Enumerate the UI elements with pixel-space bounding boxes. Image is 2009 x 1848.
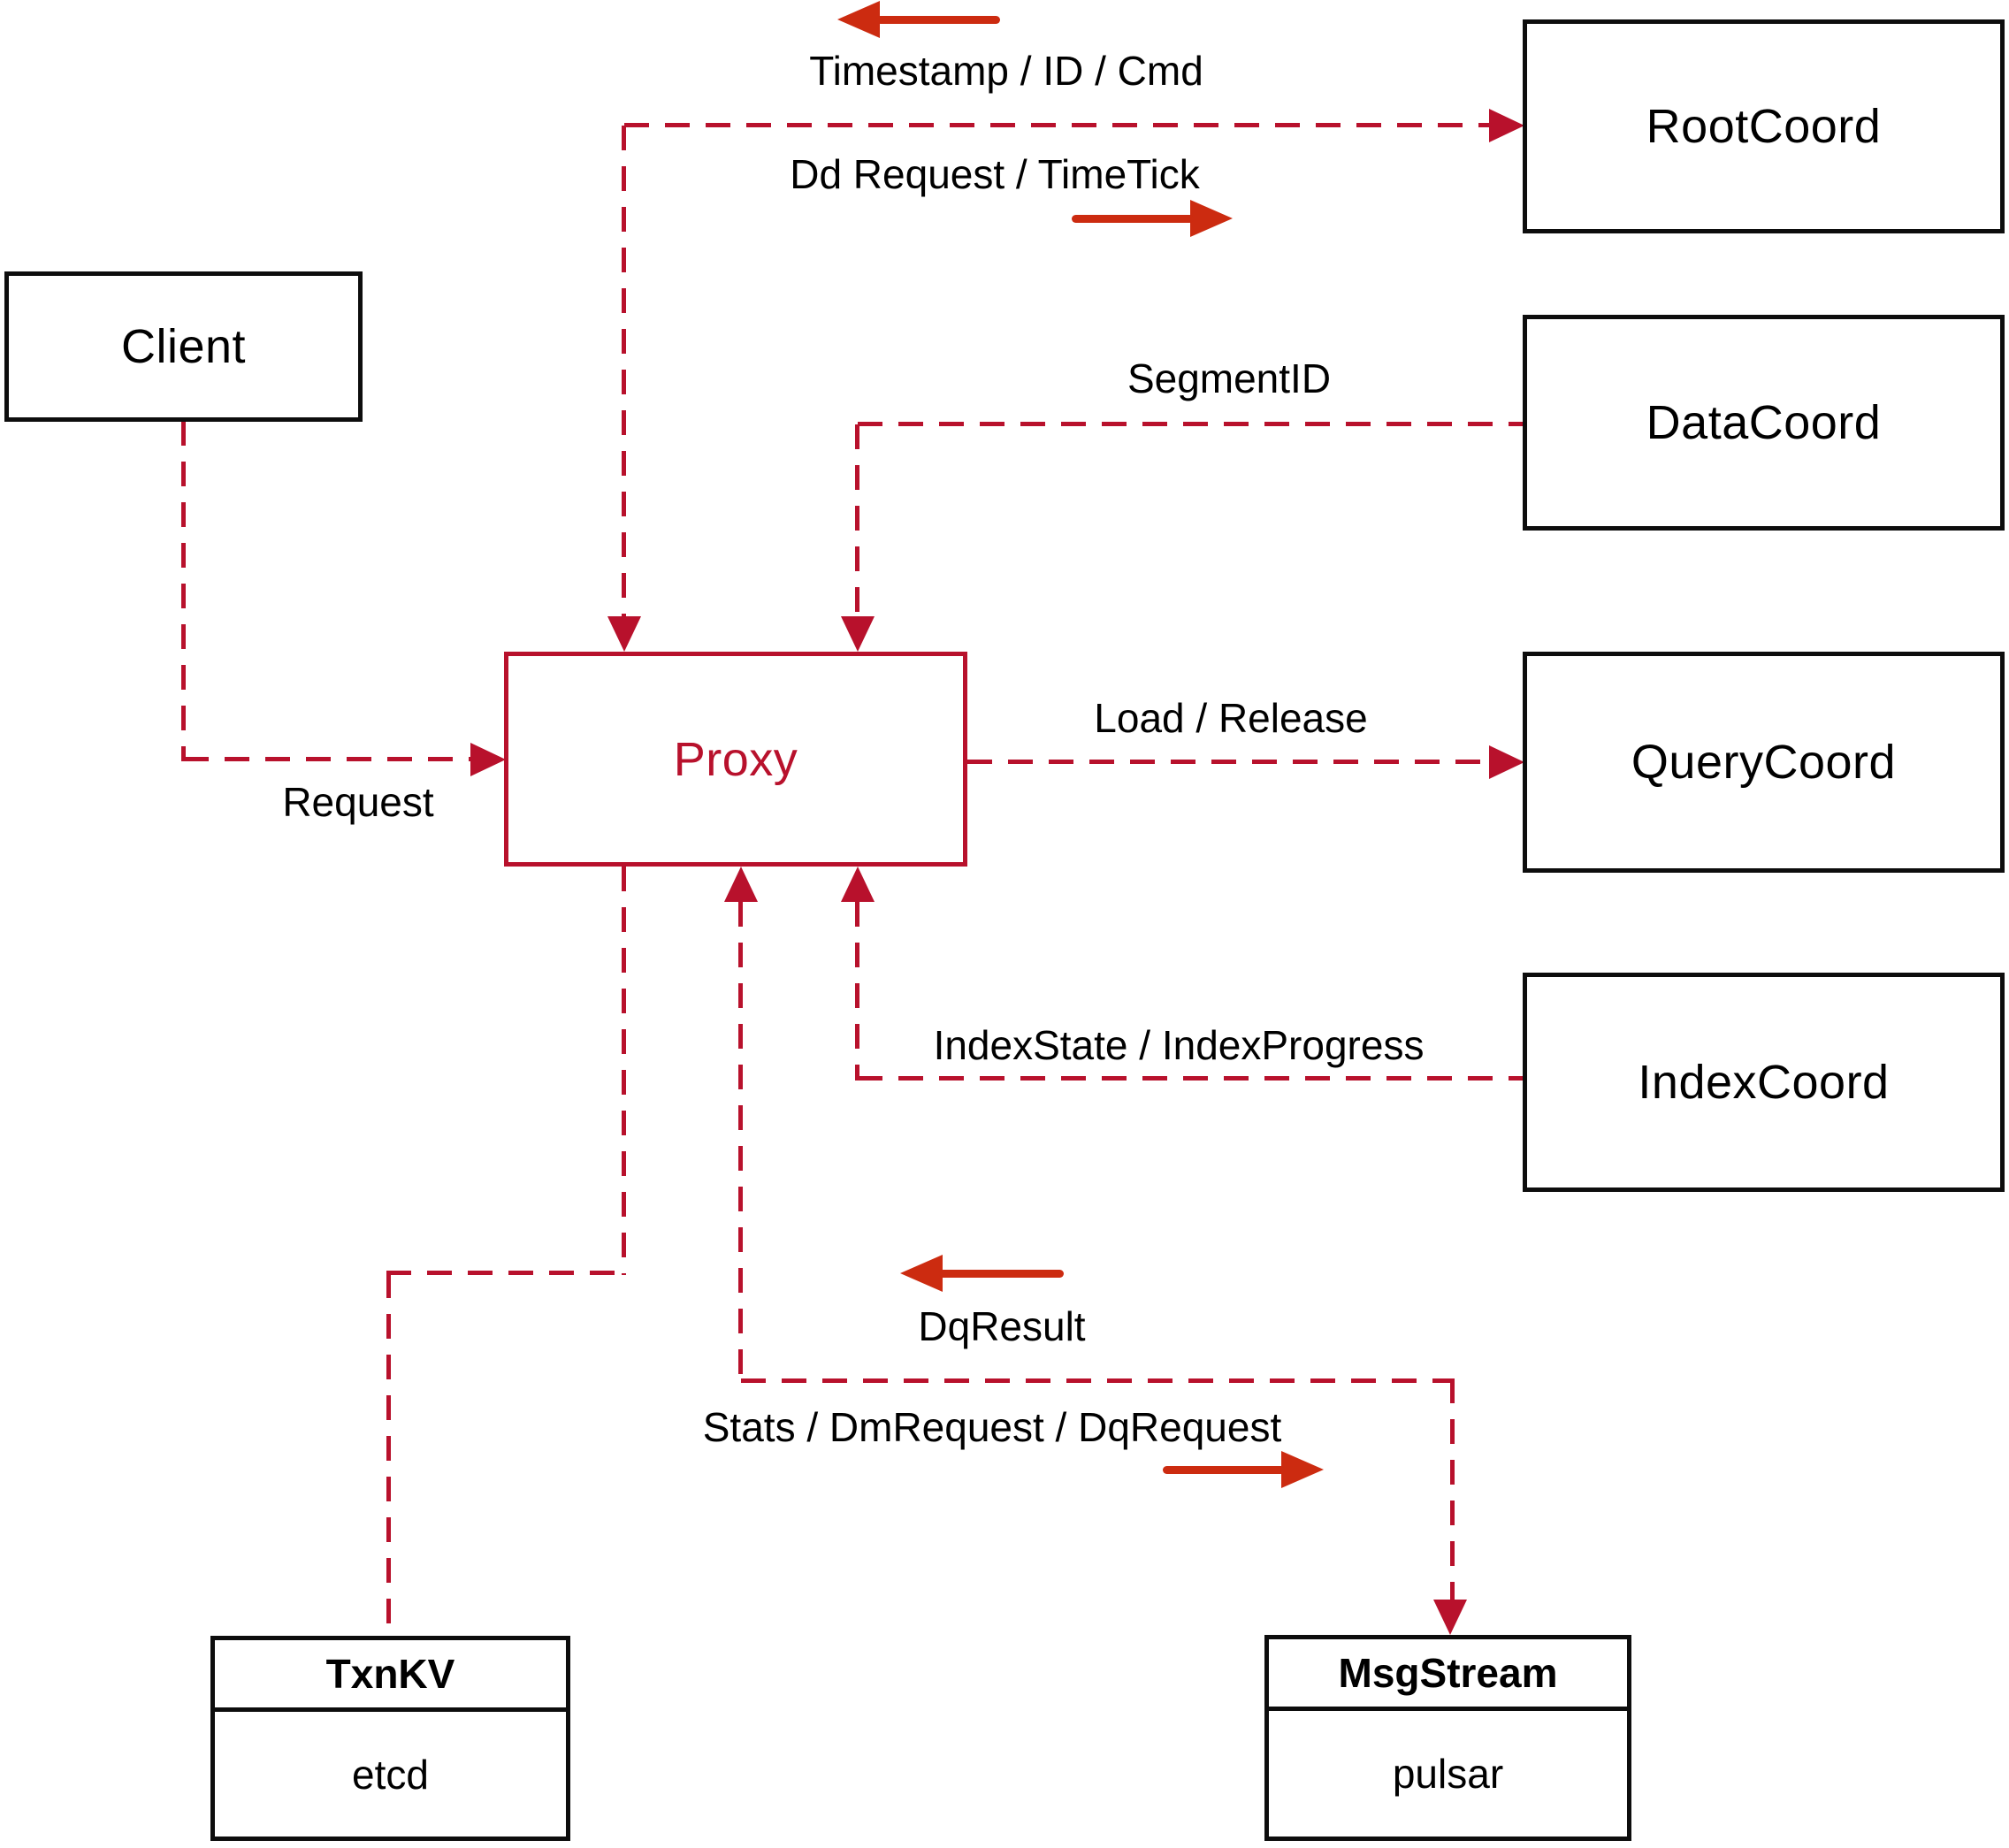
flow-arrow-left-dqresult-icon — [900, 1255, 1066, 1292]
edge-client-proxy-horizontal — [184, 757, 470, 761]
node-msgstream-body: pulsar — [1392, 1751, 1504, 1797]
node-querycoord-label: QueryCoord — [1631, 736, 1897, 789]
node-txnkv-body: etcd — [352, 1751, 429, 1798]
node-proxy: Proxy — [504, 652, 967, 867]
edge-label-request: Request — [282, 779, 434, 825]
edge-label-dq-result: DqResult — [918, 1303, 1086, 1349]
node-indexcoord: IndexCoord — [1523, 973, 2005, 1192]
node-client: Client — [4, 271, 363, 422]
node-rootcoord: RootCoord — [1523, 19, 2005, 233]
edge-label-segment-id: SegmentID — [1127, 355, 1332, 401]
edge-datacoord-proxy-vertical — [855, 424, 859, 618]
node-txnkv-header: TxnKV — [215, 1640, 566, 1712]
edge-proxy-msgstream-horizontal — [741, 1378, 1455, 1383]
edge-datacoord-proxy-horizontal — [858, 422, 1523, 426]
edge-proxy-msgstream-vertical-lower — [1450, 1378, 1455, 1601]
edge-indexcoord-proxy-vertical — [855, 902, 859, 1081]
edge-label-indexstate-indexprogress: IndexState / IndexProgress — [933, 1022, 1425, 1068]
edge-indexcoord-proxy-horizontal — [858, 1076, 1523, 1081]
flow-arrow-right-ddrequest-icon — [1070, 200, 1233, 237]
arrowhead-into-rootcoord-icon — [1489, 109, 1524, 142]
arrowhead-into-proxy-left-icon — [470, 743, 506, 776]
edge-proxy-msgstream-vertical-upper — [738, 902, 743, 1386]
edge-client-proxy-vertical — [181, 421, 186, 761]
flow-arrow-left-timestamp-icon — [837, 1, 1002, 38]
node-msgstream: MsgStream pulsar — [1264, 1635, 1631, 1841]
edge-proxy-txnkv-horizontal — [386, 1271, 626, 1275]
edge-proxy-querycoord-horizontal — [967, 760, 1489, 764]
node-datacoord: DataCoord — [1523, 315, 2005, 531]
node-indexcoord-label: IndexCoord — [1638, 1056, 1890, 1109]
node-datacoord-label: DataCoord — [1646, 396, 1882, 449]
edge-label-timestamp-id-cmd: Timestamp / ID / Cmd — [809, 48, 1203, 94]
arrowhead-into-querycoord-icon — [1489, 745, 1524, 779]
node-rootcoord-label: RootCoord — [1646, 100, 1882, 153]
edge-proxy-rootcoord-vertical — [622, 126, 626, 618]
edge-label-stats-dm-dq: Stats / DmRequest / DqRequest — [702, 1404, 1282, 1450]
arrowhead-into-msgstream-icon — [1433, 1600, 1467, 1635]
node-querycoord: QueryCoord — [1523, 652, 2005, 873]
node-txnkv: TxnKV etcd — [210, 1636, 570, 1841]
flow-arrow-right-stats-icon — [1161, 1451, 1324, 1488]
edge-label-dd-request-timetick: Dd Request / TimeTick — [790, 151, 1200, 197]
node-proxy-label: Proxy — [673, 732, 798, 786]
arrowhead-into-proxy-top-left-icon — [607, 616, 641, 652]
arrowhead-into-proxy-top-right-icon — [841, 616, 875, 652]
edge-label-load-release: Load / Release — [1094, 695, 1368, 741]
node-msgstream-header: MsgStream — [1269, 1639, 1627, 1711]
edge-proxy-txnkv-vertical-upper — [622, 867, 626, 1275]
node-client-label: Client — [120, 320, 247, 373]
arrowhead-into-proxy-bottom-left-icon — [724, 867, 758, 902]
edge-proxy-txnkv-vertical-lower — [386, 1273, 391, 1636]
edge-proxy-rootcoord-horizontal — [624, 123, 1489, 127]
arrowhead-into-proxy-bottom-right-icon — [841, 867, 875, 902]
